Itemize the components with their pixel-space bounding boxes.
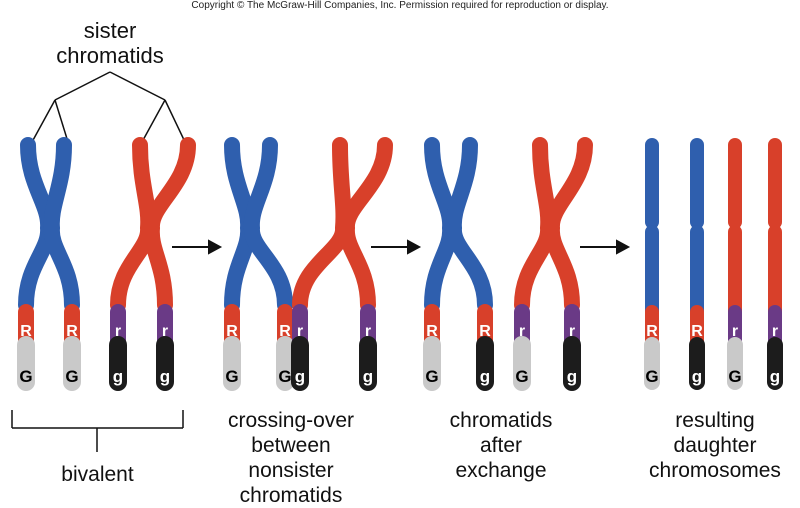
daughter-line-1: resulting <box>675 409 755 432</box>
stage4-allele-b-3: g <box>770 367 780 386</box>
stage2-allele-a-0: R <box>226 323 238 340</box>
bivalent-label: bivalent <box>61 463 134 486</box>
stage2-allele-a-2: r <box>297 323 303 340</box>
stage1-allele-a-0: R <box>20 323 32 340</box>
stage1-allele-b-0: G <box>19 367 32 386</box>
chromatid-1-upper <box>243 137 293 313</box>
sister-chromatids-line-2: chromatids <box>56 43 164 68</box>
stage3-allele-a-2: r <box>519 323 525 340</box>
arrow-1 <box>172 239 223 255</box>
stage3-allele-a-0: R <box>426 323 438 340</box>
stage4-allele-a-1: R <box>691 323 703 340</box>
stage3-allele-b-1: g <box>480 367 490 386</box>
after-exchange-line-3: exchange <box>455 459 547 482</box>
crossing-over-label: crossing-over between nonsister chromati… <box>216 408 366 508</box>
stage4-allele-a-2: r <box>732 323 738 340</box>
chromatid-1-upper <box>43 137 80 313</box>
stage3-allele-a-1: R <box>479 323 491 340</box>
stage3-allele-a-3: r <box>569 323 575 340</box>
stage4-allele-a-0: R <box>646 323 658 340</box>
chromatid-0-upper <box>292 137 352 313</box>
chromatid-1-upper <box>143 137 196 313</box>
crossing-over-line-4: chromatids <box>239 484 343 507</box>
daughter-line-3: chromosomes <box>649 459 781 482</box>
stage2-red-pair <box>291 137 393 391</box>
copyright-notice: Copyright © The McGraw-Hill Companies, I… <box>191 0 609 11</box>
bivalent-bracket <box>11 410 184 452</box>
after-exchange-label: chromatids after exchange <box>436 408 566 483</box>
stage4-allele-a-3: r <box>772 323 778 340</box>
crossing-over-line-3: nonsister <box>248 459 334 482</box>
stage3-allele-b-0: G <box>425 367 438 386</box>
stage2-blue-pair <box>223 137 294 391</box>
stage2-allele-b-3: g <box>363 367 373 386</box>
after-exchange-line-1: chromatids <box>449 409 553 432</box>
sister-chromatids-pointer <box>31 71 186 143</box>
stage2-allele-a-1: R <box>279 323 291 340</box>
stage3-allele-b-3: g <box>567 367 577 386</box>
arrow-3 <box>580 239 631 255</box>
stage1-allele-a-3: r <box>162 323 168 340</box>
stage1-red-pair <box>109 137 196 391</box>
crossing-over-line-1: crossing-over <box>227 409 355 432</box>
daughter-chromosomes-label: resulting daughter chromosomes <box>635 408 795 483</box>
stage3-red-pair <box>513 137 593 391</box>
stage1-allele-b-1: G <box>65 367 78 386</box>
stage2-allele-b-2: g <box>295 367 305 386</box>
stage1-allele-b-3: g <box>160 367 170 386</box>
stage1-blue-pair <box>17 137 81 391</box>
stage4-allele-b-1: g <box>692 367 702 386</box>
stage3-allele-b-2: G <box>515 367 528 386</box>
stage2-allele-a-3: r <box>365 323 371 340</box>
stage4-allele-b-2: G <box>728 367 741 386</box>
chromatid-1-upper <box>543 137 593 313</box>
stage4-allele-b-0: G <box>645 367 658 386</box>
chromatid-1-upper <box>338 137 393 313</box>
daughter-line-2: daughter <box>673 434 757 457</box>
stage1-allele-a-2: r <box>115 323 121 340</box>
sister-chromatids-label: sister chromatids <box>40 18 180 68</box>
stage2-allele-b-1: G <box>278 367 291 386</box>
chromatid-0-upper <box>110 137 157 313</box>
stage3-blue-pair <box>423 137 494 391</box>
arrow-2 <box>371 239 422 255</box>
stage1-allele-b-2: g <box>113 367 123 386</box>
stage1-allele-a-1: R <box>66 323 78 340</box>
stage2-allele-b-0: G <box>225 367 238 386</box>
after-exchange-line-2: after <box>479 434 523 457</box>
crossing-over-line-2: between <box>251 434 331 457</box>
chromatid-1-upper <box>445 137 493 313</box>
sister-chromatids-line-1: sister <box>83 18 137 43</box>
